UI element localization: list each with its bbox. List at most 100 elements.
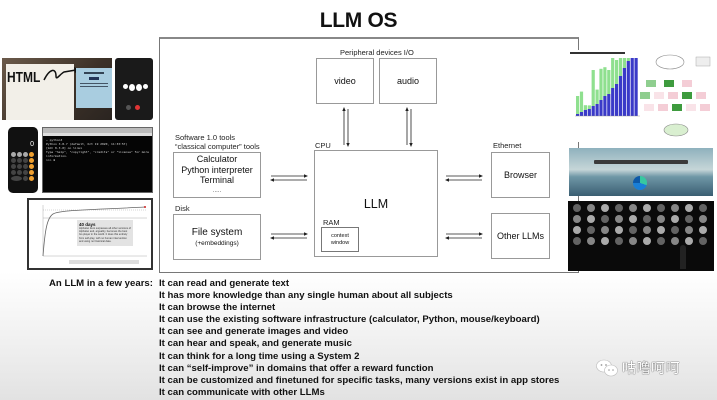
file-system-box: File system (+embeddings) <box>173 214 261 260</box>
future-capability-item: It can “self-improve” in domains that of… <box>159 362 434 374</box>
future-capability-item: It can browse the internet <box>159 302 276 314</box>
exam-bar-green <box>622 58 626 68</box>
context-window-box: context window <box>321 227 359 252</box>
exam-bar-blue <box>599 100 603 116</box>
end-call-icon <box>135 105 140 110</box>
gpt-app-icon <box>572 237 581 245</box>
gpt-app-icon <box>628 204 637 212</box>
software-tools-box: Calculator Python interpreter Terminal .… <box>173 152 261 198</box>
exam-bar-green <box>576 96 580 114</box>
exam-bar-green <box>615 60 619 84</box>
gpt-app-icon <box>586 237 595 245</box>
exam-bar-blue <box>634 58 638 116</box>
classical-tools-label: “classical computer” tools <box>175 142 260 151</box>
tool-terminal: Terminal <box>199 175 234 185</box>
exam-bar-blue <box>626 61 630 116</box>
browser-label: Browser <box>503 170 537 180</box>
exam-bar-blue <box>622 68 626 116</box>
gpt-app-icon <box>698 226 707 234</box>
exam-bar-blue <box>595 104 599 116</box>
future-capability-item: It can hear and speak, and generate musi… <box>159 338 353 350</box>
alphago-elo-curve <box>42 205 147 257</box>
gpt-app-icon <box>614 215 623 223</box>
exam-bar-blue <box>615 84 619 116</box>
browser-search-bar <box>594 160 688 164</box>
exam-bar-green <box>607 70 611 94</box>
terminal-menubar <box>43 133 152 136</box>
gpt-app-icon <box>600 215 609 223</box>
gpt-app-icon <box>586 215 595 223</box>
edge-browser-thumbnail <box>569 148 713 196</box>
gpt-app-icon <box>698 237 707 245</box>
wechat-icon <box>596 359 618 377</box>
alphago-chart-thumbnail: 40 days AlphaGo Zero surpasses all other… <box>27 198 153 270</box>
mute-button-icon <box>126 105 131 110</box>
tool-python-interpreter: Python interpreter <box>181 164 253 175</box>
gpt-app-icon <box>670 226 679 234</box>
audio-cpu-arrows <box>404 107 414 147</box>
gpt-exam-chart-thumbnail <box>568 50 715 142</box>
alphago-callout: 40 days AlphaGo Zero surpasses all other… <box>77 220 133 246</box>
llm-label: LLM <box>363 196 389 211</box>
other-llms-box: Other LLMs <box>491 213 550 259</box>
gpt-app-icon <box>684 237 693 245</box>
video-label: video <box>334 76 356 86</box>
exam-bar-green <box>618 58 623 76</box>
llm-cpu-box: LLM RAM context window <box>314 150 438 257</box>
exam-chart-title <box>570 52 625 54</box>
gpt-app-icon <box>586 226 595 234</box>
gpt-app-icon <box>670 204 679 212</box>
future-capability-item: It can use the existing software infrast… <box>159 314 540 326</box>
tool-calculator: Calculator <box>196 154 238 164</box>
software-tools-label: Software 1.0 tools <box>175 133 236 142</box>
exam-bar-blue <box>583 110 587 116</box>
exam-bar-blue <box>618 76 623 116</box>
exam-bar-green <box>579 91 584 112</box>
ethernet-label: Ethernet <box>493 141 522 150</box>
ram-label: RAM <box>323 218 340 227</box>
exam-bar-blue <box>630 58 634 116</box>
gpt-app-icon <box>684 204 693 212</box>
disk-cpu-arrows <box>270 231 308 241</box>
llm-os-diagram: Peripheral devices I/O video audio Softw… <box>159 37 579 273</box>
voice-waveform-icon <box>123 84 148 91</box>
gpt-app-icon <box>670 237 679 245</box>
gpt-app-icon <box>656 226 665 234</box>
slide-title: LLM OS <box>319 9 398 32</box>
future-capability-item: It can think for a long time using a Sys… <box>159 350 360 362</box>
voice-call-phone <box>115 58 153 120</box>
video-cpu-arrows <box>341 107 351 147</box>
exam-bar-blue <box>591 106 595 116</box>
exam-bar-blue <box>603 96 607 116</box>
html-sketch-photo: HTML <box>2 58 112 120</box>
gpt-app-icon <box>600 204 609 212</box>
cpu-other-llms-arrows <box>445 231 483 241</box>
edge-logo-icon <box>633 176 647 190</box>
audio-label: audio <box>396 76 420 86</box>
gpt-app-icon <box>586 204 595 212</box>
gpt-app-icon <box>614 204 623 212</box>
exam-bar-green <box>611 58 615 88</box>
video-box: video <box>316 58 374 104</box>
calculator-keypad <box>11 152 34 181</box>
gpt-app-icon <box>614 237 623 245</box>
gpt-app-icon <box>572 215 581 223</box>
file-system-label: File system <box>191 227 243 238</box>
gpt-app-icon <box>642 215 651 223</box>
peripheral-devices-label: Peripheral devices I/O <box>340 48 414 57</box>
exam-bar-green <box>626 58 630 61</box>
exam-bar-green <box>591 70 595 106</box>
gpt-app-icon <box>600 226 609 234</box>
exam-bar-green <box>599 68 603 100</box>
gpt-app-icon <box>656 237 665 245</box>
callout-title: 40 days <box>79 222 96 227</box>
window-label: window <box>330 239 350 246</box>
tool-ellipsis: ..... <box>212 187 222 194</box>
gpt-app-icon <box>656 215 665 223</box>
gpt-app-icon <box>628 215 637 223</box>
gpt-app-icon <box>614 226 623 234</box>
exam-bar-blue <box>576 114 580 116</box>
